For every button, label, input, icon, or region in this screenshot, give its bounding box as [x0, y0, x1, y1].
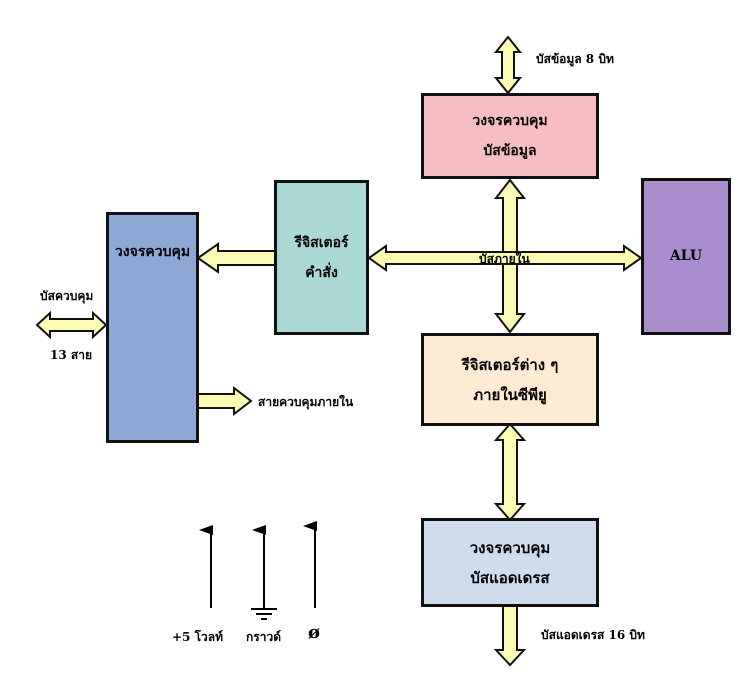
control-bus-label: บัสควบคุม	[40, 289, 94, 303]
cpu-registers-block: รีจิสเตอร์ต่าง ๆ ภายในซีพียู	[421, 333, 599, 426]
alu-title: ALU	[669, 248, 703, 264]
instruction-register-line2: คำสั่ง	[305, 264, 338, 281]
address-bus-16bit-label: บัสแอดเดรส 16 บิท	[541, 628, 645, 642]
control-unit-title: วงจรควบคุม	[114, 244, 191, 260]
data-bus-control-line1: วงจรควบคุม	[472, 113, 548, 129]
address-bus-control-line1: วงจรควบคุม	[469, 538, 551, 557]
data-bus-8bit-label: บัสข้อมูล 8 บิท	[536, 52, 614, 66]
instruction-register-line1: รีจิสเตอร์	[294, 234, 349, 251]
internal-control-lines-arrow	[196, 385, 253, 417]
cpu-registers-line2: ภายในซีพียู	[473, 385, 547, 404]
ground-label: กราวด์	[246, 630, 281, 644]
control-lines-count-label: 13 สาย	[50, 348, 92, 362]
address-bus-control-block: วงจรควบคุม บัสแอดเดรส	[421, 518, 599, 607]
control-bus-external-arrow	[35, 310, 108, 340]
internal-control-lines-label: สายควบคุมภายใน	[258, 395, 354, 409]
instr-to-control-arrow	[196, 242, 276, 274]
data-bus-control-line2: บัสข้อมูล	[483, 143, 537, 159]
alu-block: ALU	[641, 178, 731, 335]
power-label: +5 โวลท์	[172, 630, 224, 644]
regs-to-address-bus-arrow	[493, 422, 527, 522]
data-bus-external-arrow	[493, 35, 523, 95]
control-unit-block: วงจรควบคุม	[106, 212, 199, 443]
cpu-registers-line1: รีจิสเตอร์ต่าง ๆ	[461, 355, 559, 374]
address-bus-external-arrow	[493, 604, 527, 667]
clock-label: ø	[308, 622, 321, 643]
address-bus-control-line2: บัสแอดเดรส	[470, 568, 550, 587]
internal-bus-label: บัสภายใน	[479, 252, 530, 266]
data-bus-control-block: วงจรควบคุม บัสข้อมูล	[421, 93, 599, 179]
instruction-register-block: รีจิสเตอร์ คำสั่ง	[274, 180, 369, 335]
